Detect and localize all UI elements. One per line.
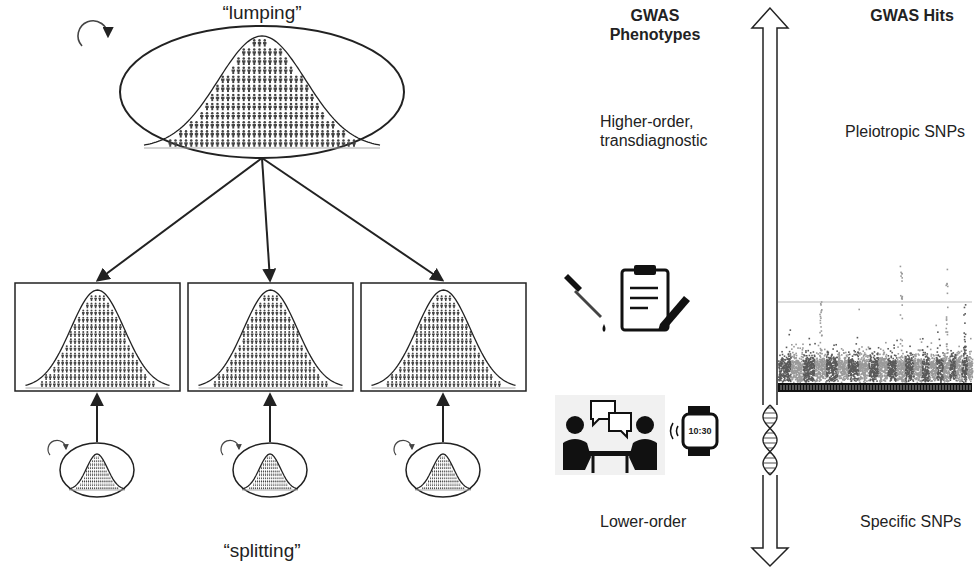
manhattan-plot	[778, 266, 973, 392]
cycle-arrow	[78, 21, 108, 46]
axis-label: “lumping”	[222, 2, 301, 25]
order-axis	[752, 8, 788, 566]
dropper-icon	[564, 274, 606, 332]
watch-icon	[671, 406, 718, 456]
column-heading: GWAS Phenotypes	[595, 6, 715, 44]
axis-label: Specific SNPs	[860, 512, 961, 531]
interview-icon	[555, 395, 665, 475]
phenotype-boxes	[15, 283, 526, 391]
sub-ellipses	[48, 395, 480, 497]
watch-time: 10:30	[688, 426, 711, 437]
axis-label: Lower-order	[600, 512, 686, 531]
axis-label: “splitting”	[223, 540, 300, 563]
clipboard-icon	[622, 265, 690, 331]
axis-label: Higher-order, transdiagnostic	[600, 112, 750, 150]
axis-label: Pleiotropic SNPs	[845, 122, 973, 141]
population-curves	[26, 36, 516, 490]
column-heading: GWAS Hits	[867, 6, 957, 25]
split-arrows	[98, 158, 442, 280]
lumped-ellipse	[120, 26, 404, 158]
